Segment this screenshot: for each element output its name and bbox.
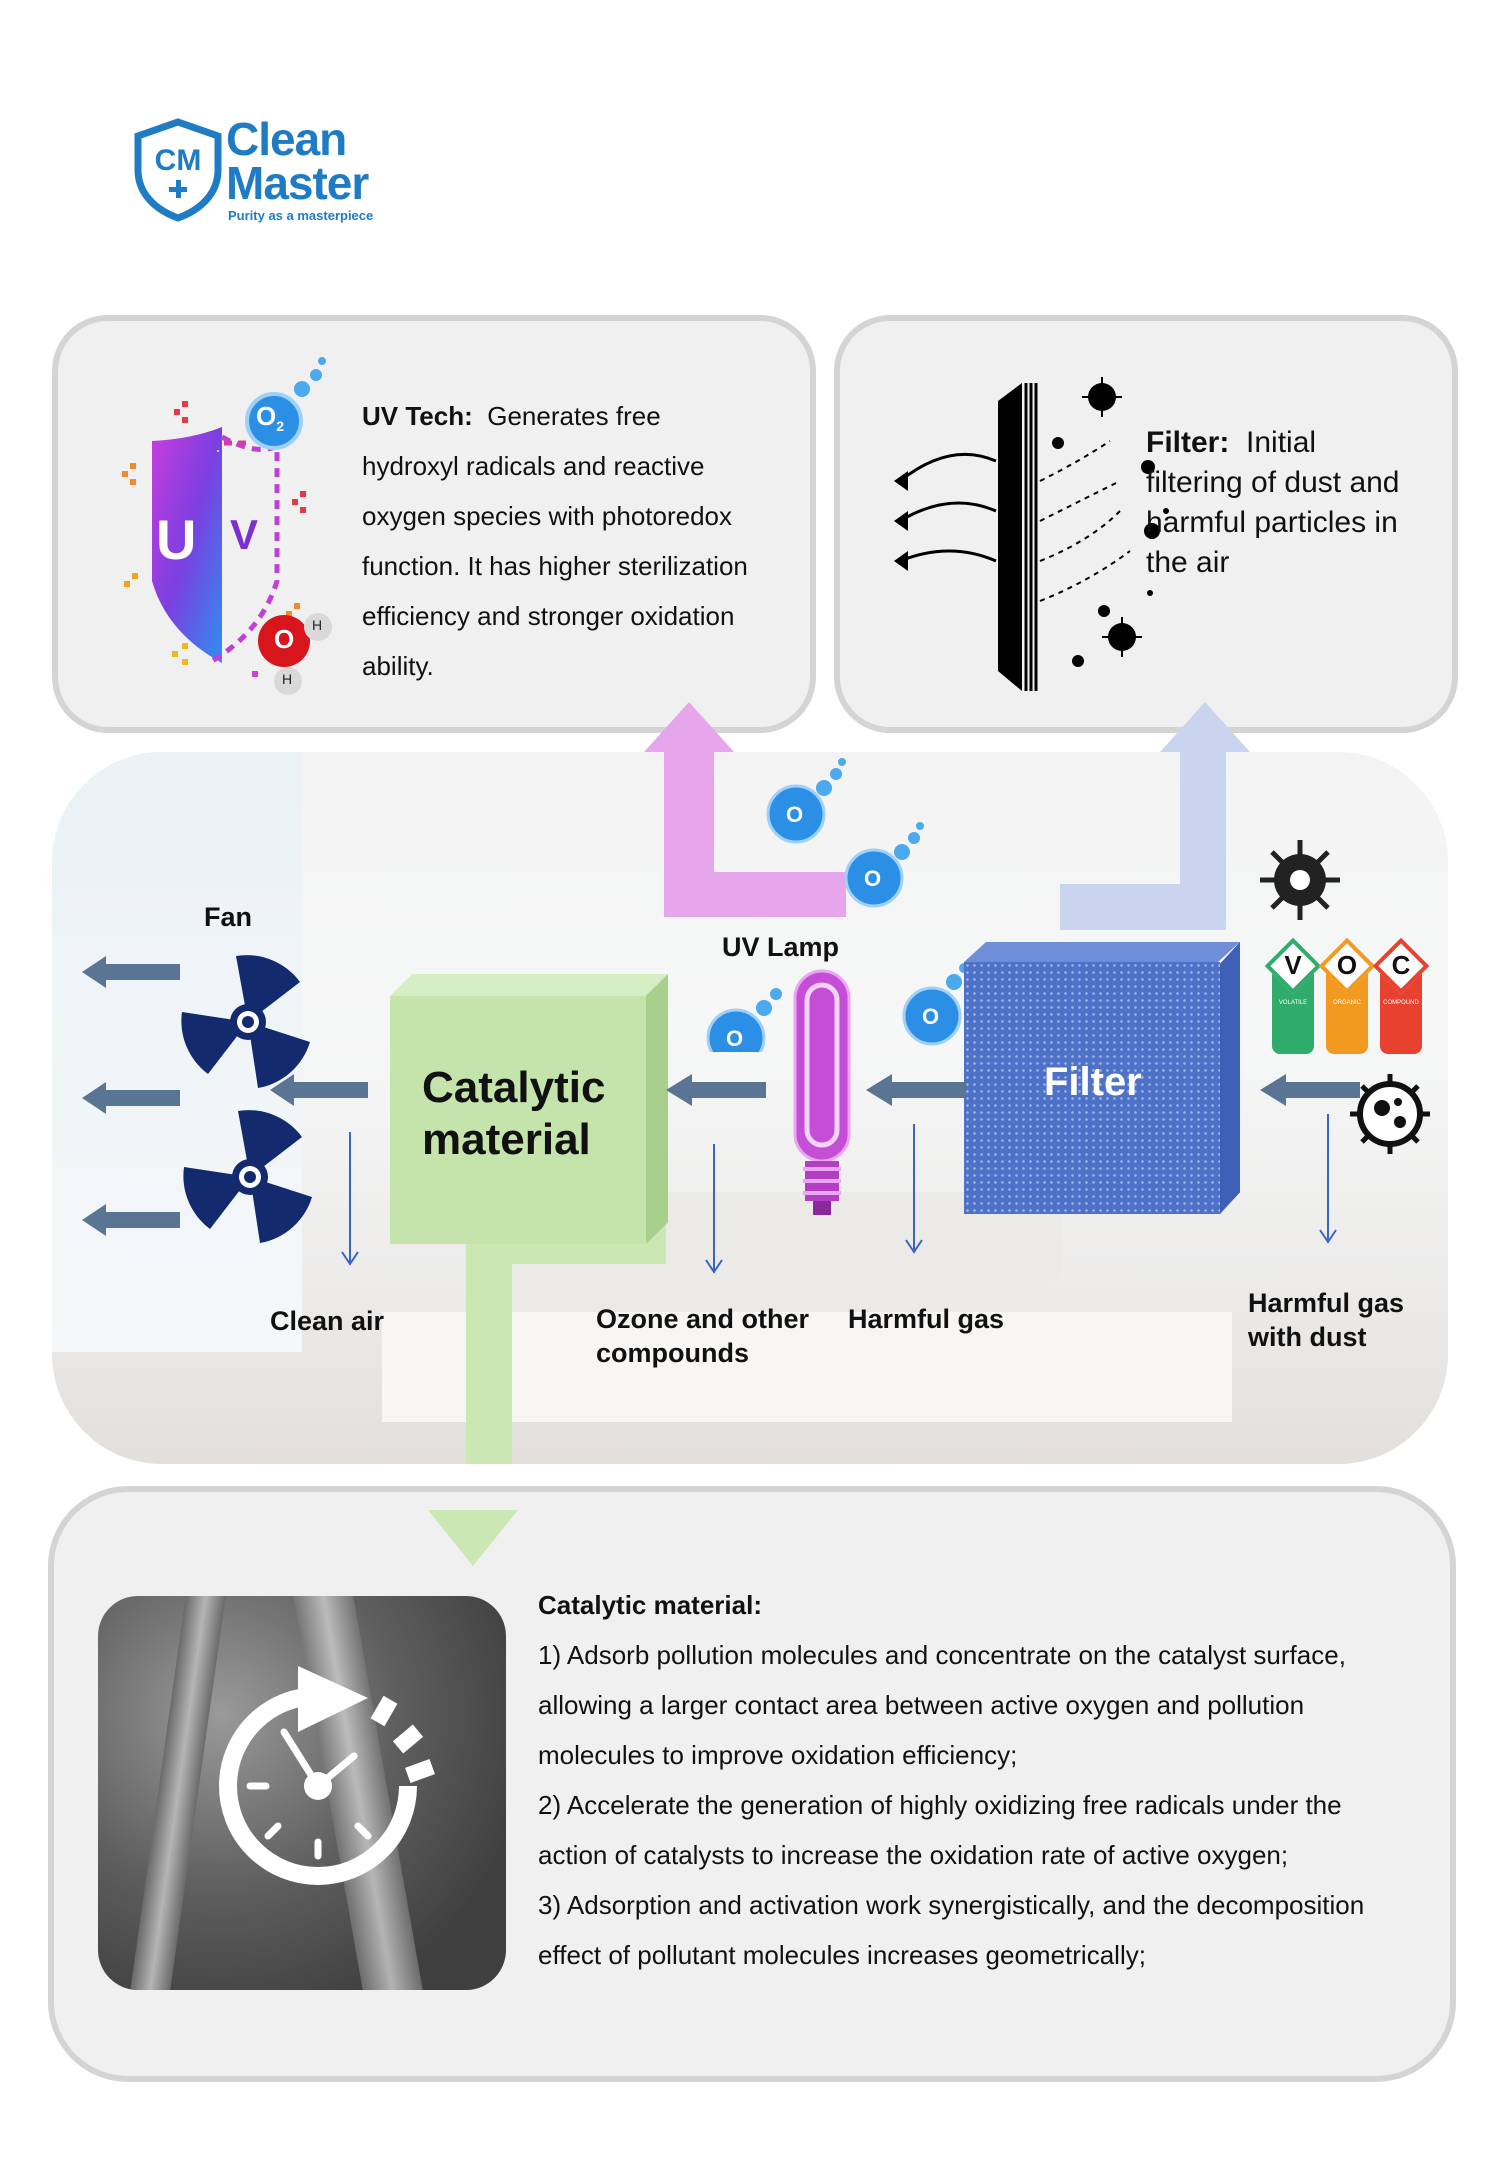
catalytic-line-6: 3) Adsorption and activation work synerg… xyxy=(538,1890,1365,1920)
uv-shield-icon xyxy=(122,357,332,695)
filter-box-label: Filter xyxy=(1044,1060,1142,1104)
airflow-arrows xyxy=(82,840,1430,1274)
uv-tech-heading: UV Tech: xyxy=(362,401,473,431)
brand-tagline: Purity as a masterpiece xyxy=(228,208,374,223)
filter-panel: Filter: Initial filtering of dust and ha… xyxy=(834,315,1458,733)
filter-box-side xyxy=(1220,942,1240,1214)
inflow-arrow xyxy=(1260,1074,1360,1106)
uv-tech-line-4: function. It has higher sterilization xyxy=(362,551,748,581)
uv-shield-letter-v: V xyxy=(230,511,259,558)
catalytic-box: Catalytic material xyxy=(390,974,670,1244)
svg-text:O: O xyxy=(786,802,803,827)
diagram-panel: O O O O Catalytic material Filter xyxy=(52,752,1448,1464)
uv-tech-description: UV Tech: Generates free hydroxyl radical… xyxy=(362,391,812,691)
uv-up-arrow xyxy=(644,702,734,752)
filter-flow-path-h xyxy=(1060,884,1226,930)
outflow-arrow-1 xyxy=(82,956,180,988)
molecule-h-label-1: H xyxy=(312,617,323,633)
uv-tech-line-5: efficiency and stronger oxidation xyxy=(362,601,735,631)
outflow-arrow-3 xyxy=(82,1204,180,1236)
shield-logo-icon xyxy=(134,118,222,222)
clock-refresh-icon xyxy=(219,1666,435,1885)
uv-tech-line-6: ability. xyxy=(362,651,434,681)
catalytic-box-top xyxy=(390,974,668,996)
uv-tech-line-3: oxygen species with photoredox xyxy=(362,501,733,531)
germ-icon-2 xyxy=(1350,1074,1430,1154)
o2-bubble-label: O2 xyxy=(256,401,285,435)
voc-badges: V VOLATILE O ORGANIC C COMPOUND xyxy=(1264,937,1430,1064)
o2-bubbles-icon: O O O O xyxy=(706,758,969,1052)
filter-line-1: Filter: Initial xyxy=(1146,426,1317,459)
catalytic-line-5: action of catalysts to increase the oxid… xyxy=(538,1840,1289,1870)
voc-badge-v: V VOLATILE xyxy=(1264,937,1322,1056)
molecule-h-label-2: H xyxy=(282,671,293,687)
catalytic-line-4: 2) Accelerate the generation of highly o… xyxy=(538,1790,1342,1820)
filter-to-lamp-arrow xyxy=(866,1074,966,1106)
voc-badge-c: C COMPOUND xyxy=(1372,937,1430,1056)
catalytic-line-3: molecules to improve oxidation efficienc… xyxy=(538,1740,1018,1770)
clean-air-label: Clean air xyxy=(270,1306,385,1336)
catalytic-panel: Catalytic material: 1) Adsorb pollution … xyxy=(48,1486,1456,2082)
brand-cross xyxy=(169,180,187,198)
catalytic-description: Catalytic material: 1) Adsorb pollution … xyxy=(538,1580,1438,1980)
catalytic-down-arrow xyxy=(428,1510,518,1566)
uv-lamp-label: UV Lamp xyxy=(722,932,840,962)
catalytic-line-7: effect of pollutant molecules increases … xyxy=(538,1940,1146,1970)
ozone-label: Ozone and other compounds xyxy=(596,1304,810,1368)
filter-description: Filter: Initial filtering of dust and ha… xyxy=(1146,423,1446,583)
uv-tech-panel: U V O2 O H H UV Tech: Generates free hyd… xyxy=(52,315,816,733)
harmful-gas-label: Harmful gas xyxy=(848,1304,1005,1334)
svg-text:O: O xyxy=(726,1026,743,1051)
filter-line-4: the air xyxy=(1146,546,1230,579)
lamp-to-catalytic-arrow xyxy=(666,1074,766,1106)
catalyst-micrograph xyxy=(98,1596,506,1990)
svg-text:O: O xyxy=(922,1004,939,1029)
svg-text:O: O xyxy=(864,866,881,891)
uv-lamp-icon xyxy=(793,969,851,1215)
brand-name-line2: Master xyxy=(226,157,369,209)
filter-up-arrow xyxy=(1160,702,1250,752)
filter-line-3: harmful particles in xyxy=(1146,506,1398,539)
germ-icon-1 xyxy=(1260,840,1340,920)
fan-label: Fan xyxy=(204,902,253,932)
brand-logo: CM Clean Master Purity as a masterpiece xyxy=(132,114,412,228)
catalytic-box-label: Catalytic material xyxy=(422,1063,606,1164)
outflow-arrow-2 xyxy=(82,1082,180,1114)
uv-tech-line-2: hydroxyl radicals and reactive xyxy=(362,451,705,481)
brand-name-line1: Clean xyxy=(226,113,347,165)
catalytic-line-1: 1) Adsorb pollution molecules and concen… xyxy=(538,1640,1346,1670)
uv-shield-letter-u: U xyxy=(156,508,197,571)
voc-badge-o: O ORGANIC xyxy=(1318,937,1376,1056)
filter-line-2: filtering of dust and xyxy=(1146,466,1400,499)
catalytic-line-2: allowing a larger contact area between a… xyxy=(538,1690,1305,1720)
harmful-gas-dust-label: Harmful gas with dust xyxy=(1248,1288,1405,1352)
fan-icon-1 xyxy=(181,955,310,1088)
filter-layers-icon xyxy=(894,377,1169,691)
catalytic-box-front xyxy=(390,996,646,1244)
uv-flow-path-h xyxy=(664,872,846,917)
room-rug xyxy=(382,1312,1232,1422)
filter-box-top xyxy=(964,942,1240,962)
catalytic-heading: Catalytic material: xyxy=(538,1590,762,1620)
brand-mark: CM xyxy=(154,144,202,177)
filter-box: Filter xyxy=(964,942,1240,1214)
molecule-o-label: O xyxy=(274,624,295,654)
catalytic-box-side xyxy=(646,974,668,1244)
catalytic-to-fan-arrow xyxy=(270,1074,368,1106)
uv-tech-line-1: UV Tech: Generates free xyxy=(362,401,661,431)
filter-box-front xyxy=(964,962,1220,1214)
fan-icon-2 xyxy=(183,1110,312,1243)
filter-heading: Filter: xyxy=(1146,426,1230,459)
